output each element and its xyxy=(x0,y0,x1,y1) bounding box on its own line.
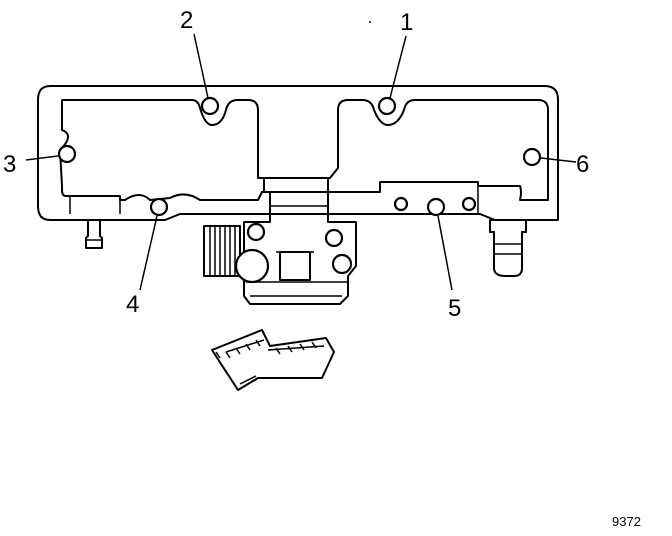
callout-5: 5 xyxy=(448,295,461,322)
leader-lines xyxy=(25,33,577,291)
cover-inner-outline xyxy=(59,99,549,201)
bolt-hole-4 xyxy=(149,197,169,217)
callout-1: 1 xyxy=(400,9,413,36)
callout-6: 6 xyxy=(576,151,589,178)
stray-dot xyxy=(369,21,371,23)
valve-body xyxy=(243,191,357,305)
callout-3: 3 xyxy=(3,151,16,178)
central-valve-assembly xyxy=(203,177,357,305)
ribbed-pulley xyxy=(203,225,241,277)
bolt-hole-6 xyxy=(522,147,542,167)
bolt-hole-5 xyxy=(426,197,446,217)
bolt-hole-2 xyxy=(200,96,220,116)
pulley-hub xyxy=(234,248,270,284)
right-stud xyxy=(489,219,527,277)
cover-small-hole-a xyxy=(393,196,409,212)
cover-outer-outline xyxy=(37,85,559,221)
callout-2: 2 xyxy=(180,7,193,34)
manifold-cover xyxy=(37,85,559,221)
left-stud xyxy=(85,219,103,249)
figure-code: 9372 xyxy=(612,514,641,529)
callout-4: 4 xyxy=(126,291,139,318)
cover-small-hole-b xyxy=(461,196,477,212)
cover-lower-edge xyxy=(69,186,479,214)
direction-arrow-icon xyxy=(211,329,335,391)
bolt-hole-1 xyxy=(377,96,397,116)
bolt-hole-3 xyxy=(57,144,77,164)
